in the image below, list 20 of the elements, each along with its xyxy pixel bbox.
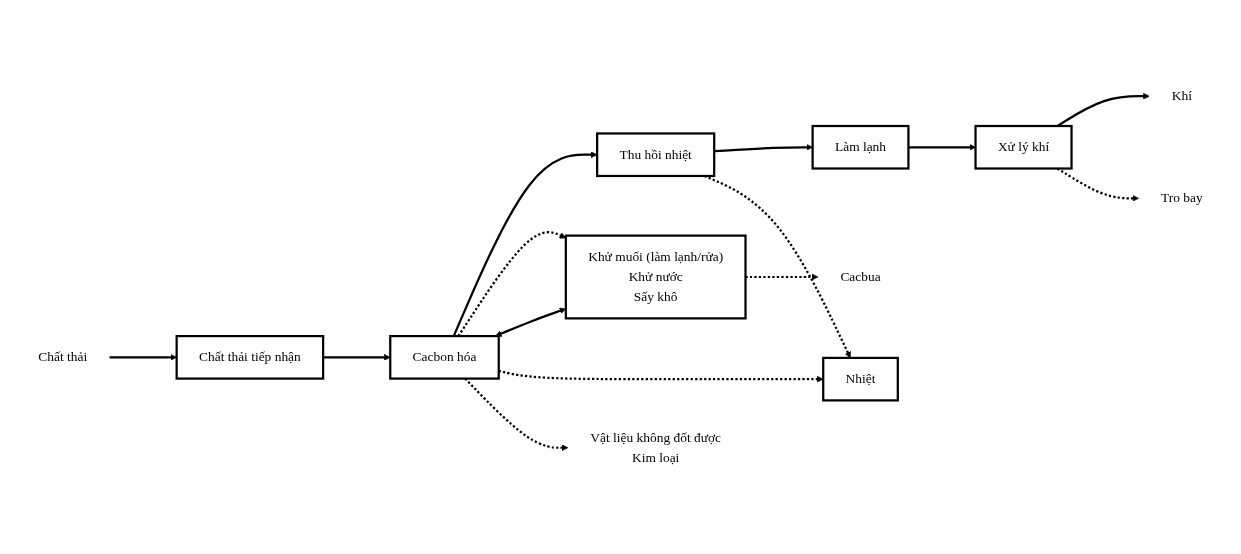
node-text: Vật liệu không đốt được Kim loại xyxy=(590,429,722,465)
arrow xyxy=(498,369,824,383)
node-box: Nhiệt xyxy=(822,356,899,402)
node-box: Cacbon hóa xyxy=(389,334,500,380)
arrow xyxy=(457,231,567,337)
node-text: Khí xyxy=(1171,88,1192,104)
node-box: Xử lý khí xyxy=(974,124,1073,170)
node-box: Khử muối (làm lạnh/rửa) Khử nước Sấy khô xyxy=(564,234,747,320)
node-box: Chất thải tiếp nhận xyxy=(175,334,325,380)
node-text: Tro bay xyxy=(1161,190,1203,206)
arrow xyxy=(714,144,813,153)
arrow xyxy=(109,354,177,361)
arrow xyxy=(323,354,391,361)
arrow xyxy=(1056,92,1150,127)
arrow xyxy=(908,144,976,151)
arrow xyxy=(452,151,598,337)
node-box: Thu hồi nhiệt xyxy=(596,132,716,178)
node-text: Chất thải xyxy=(38,349,88,365)
node-text: Cacbua xyxy=(840,269,881,285)
node-box: Làm lạnh xyxy=(811,124,910,170)
